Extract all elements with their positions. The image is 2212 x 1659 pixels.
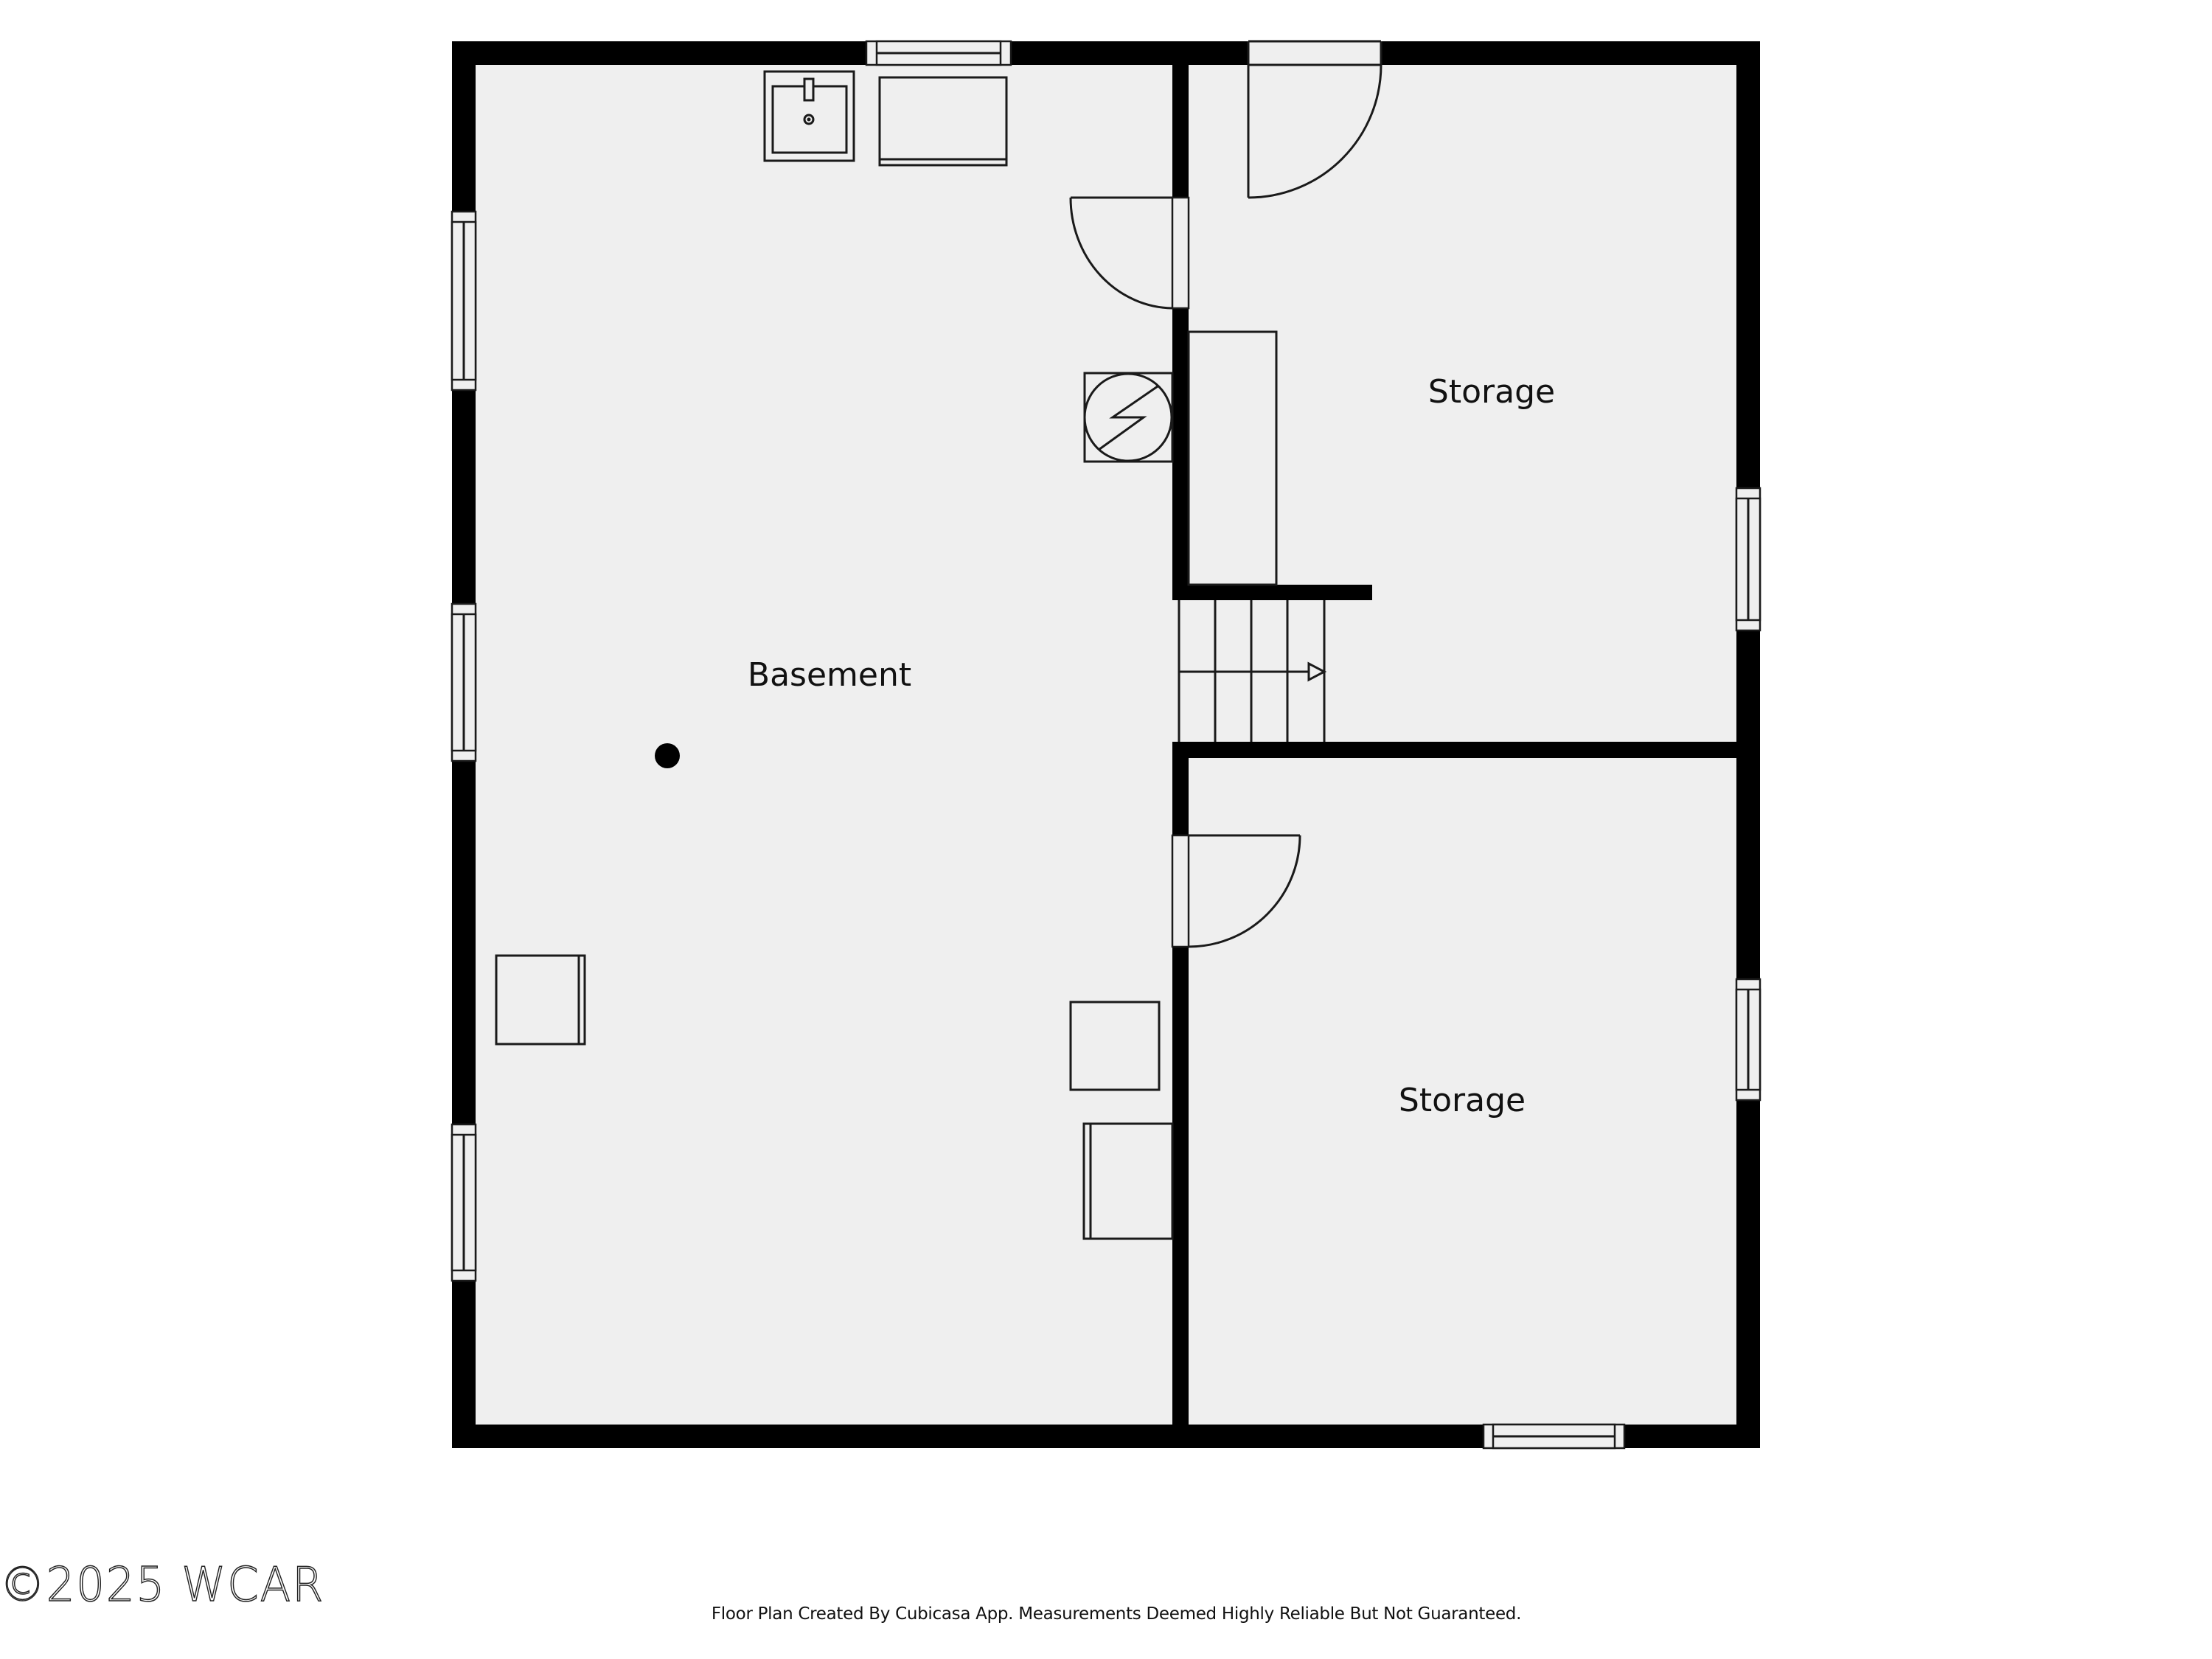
room-label-basement: Basement — [747, 656, 912, 694]
stairs-icon — [1178, 600, 1327, 742]
window-icon — [1482, 1423, 1626, 1450]
door-icon — [1069, 196, 1190, 310]
door-icon — [1171, 834, 1301, 948]
room-label-storage-lower: Storage — [1398, 1082, 1526, 1119]
sink-icon — [763, 70, 855, 162]
water-heater-icon — [1083, 372, 1174, 463]
washer-dryer-icon — [878, 76, 1008, 167]
doors — [1069, 40, 1382, 948]
room-label-storage-upper: Storage — [1427, 373, 1556, 411]
storage-shelf-icon — [1187, 330, 1278, 586]
copyright-watermark: ©2025 WCAR — [0, 1558, 325, 1613]
stair-wall — [1172, 585, 1372, 600]
appliance-icon — [1082, 1122, 1174, 1240]
disclaimer-text: Floor Plan Created By Cubicasa App. Meas… — [711, 1604, 1522, 1624]
box-icon — [1069, 1001, 1161, 1091]
window-icon — [451, 210, 477, 392]
window-icon — [1735, 487, 1761, 632]
cabinet-icon — [495, 954, 586, 1046]
windows — [451, 40, 1761, 1450]
storage-divider-wall — [1172, 742, 1736, 758]
window-icon — [451, 1123, 477, 1282]
center-wall-upper — [1172, 65, 1189, 585]
window-icon — [451, 602, 477, 762]
door-icon — [1247, 40, 1382, 199]
window-icon — [865, 40, 1012, 66]
column-icon — [655, 743, 680, 768]
window-icon — [1735, 978, 1761, 1102]
